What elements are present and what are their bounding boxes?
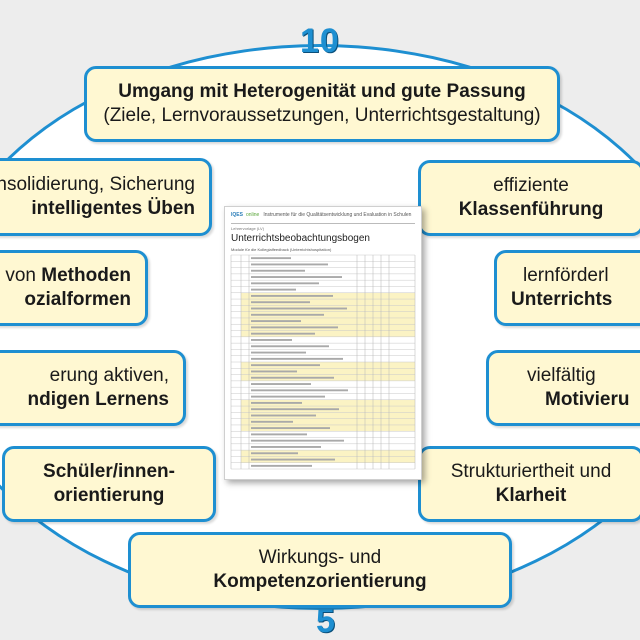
box-kompetenzorientierung-line1: Wirkungs- und bbox=[258, 547, 382, 569]
sheet-text-placeholder bbox=[251, 276, 342, 278]
sheet-text-placeholder bbox=[251, 282, 319, 285]
sheet-text-placeholder bbox=[251, 395, 325, 398]
sheet-text-placeholder bbox=[251, 389, 348, 392]
observation-sheet-grid bbox=[230, 254, 416, 470]
sheet-text-placeholder bbox=[251, 420, 293, 423]
sheet-text-placeholder bbox=[251, 345, 329, 348]
sheet-row-highlight bbox=[241, 412, 415, 419]
number-top: 10 bbox=[300, 22, 340, 60]
sheet-row-highlight bbox=[241, 299, 415, 306]
box-methoden-line1: von Methoden bbox=[0, 264, 131, 288]
sheet-text-placeholder bbox=[251, 294, 333, 297]
box-motivierung: vielfältig Motivieru bbox=[486, 350, 640, 426]
sheet-text-placeholder bbox=[251, 464, 312, 467]
box-unterrichtsklima-line2: Unterrichts bbox=[511, 289, 613, 310]
sheet-text-placeholder bbox=[251, 351, 306, 354]
observation-sheet-header-text: Instrumente für die Qualitätsentwicklung… bbox=[263, 212, 412, 218]
observation-sheet-small: Lehrervorlage (LV) bbox=[231, 226, 265, 231]
sheet-text-placeholder bbox=[251, 401, 302, 404]
sheet-text-placeholder bbox=[251, 339, 292, 341]
box-kompetenzorientierung: Wirkungs- und Kompetenzorientierung bbox=[128, 532, 512, 608]
sheet-text-placeholder bbox=[251, 332, 315, 335]
box-schuelerorientierung-line1: Schüler/innen- bbox=[43, 461, 175, 483]
box-klassenfuehrung-line2: Klassenführung bbox=[458, 199, 604, 220]
sheet-text-placeholder bbox=[251, 452, 298, 455]
sheet-row-highlight bbox=[241, 362, 415, 369]
box-unterrichtsklima: lernförderl Unterrichts bbox=[494, 250, 640, 326]
iqes-logo: IQES bbox=[231, 212, 243, 218]
sheet-row-highlight bbox=[241, 399, 415, 407]
box-konsolidierung: nsolidierung, Sicherung intelligentes Üb… bbox=[0, 158, 212, 236]
sheet-text-placeholder bbox=[251, 439, 344, 442]
box-methoden-line2: ozialformen bbox=[24, 289, 131, 310]
sheet-text-placeholder bbox=[251, 257, 291, 260]
sheet-text-placeholder bbox=[251, 326, 338, 329]
box-aktives-lernen-line1: erung aktiven, bbox=[49, 365, 169, 387]
box-schuelerorientierung: Schüler/innen- orientierung bbox=[2, 446, 216, 522]
box-methoden-bold: Methoden bbox=[41, 265, 131, 287]
box-heterogenitaet-title: Umgang mit Heterogenität und gute Passun… bbox=[118, 81, 526, 103]
box-heterogenitaet-subtitle: (Ziele, Lernvoraussetzungen, Unterrichts… bbox=[103, 105, 541, 126]
sheet-row-highlight bbox=[241, 311, 415, 318]
box-klarheit-line1: Strukturiertheit und bbox=[450, 461, 612, 483]
observation-sheet-subtitle: Module für die Kollegialfeedback (Unterr… bbox=[231, 247, 332, 252]
box-klarheit-line2: Klarheit bbox=[495, 485, 567, 506]
box-motivierung-line2: Motivieru bbox=[545, 389, 630, 410]
sheet-text-placeholder bbox=[251, 414, 316, 417]
sheet-row-highlight bbox=[241, 317, 415, 325]
sheet-text-placeholder bbox=[251, 458, 335, 461]
box-aktives-lernen: erung aktiven, ndigen Lernens bbox=[0, 350, 186, 426]
box-aktives-lernen-line2: ndigen Lernens bbox=[27, 389, 169, 410]
sheet-row-highlight bbox=[241, 450, 415, 457]
sheet-text-placeholder bbox=[251, 357, 343, 360]
sheet-row-highlight bbox=[241, 330, 415, 337]
sheet-text-placeholder bbox=[251, 269, 305, 272]
header-divider bbox=[231, 223, 415, 224]
sheet-text-placeholder bbox=[251, 320, 301, 323]
sheet-text-placeholder bbox=[251, 364, 320, 367]
box-konsolidierung-line1: nsolidierung, Sicherung bbox=[0, 174, 195, 196]
box-methoden: von Methoden ozialformen bbox=[0, 250, 148, 326]
box-konsolidierung-line2: intelligentes Üben bbox=[31, 198, 195, 219]
sheet-text-placeholder bbox=[251, 301, 310, 304]
box-methoden-prefix: von bbox=[5, 265, 42, 287]
box-klarheit: Strukturiertheit und Klarheit bbox=[418, 446, 640, 522]
sheet-text-placeholder bbox=[251, 446, 321, 448]
box-unterrichtsklima-line1: lernförderl bbox=[523, 265, 609, 287]
sheet-text-placeholder bbox=[251, 263, 328, 266]
number-bottom: 5 bbox=[316, 602, 336, 640]
sheet-row-highlight bbox=[241, 418, 415, 425]
box-schuelerorientierung-line2: orientierung bbox=[53, 485, 165, 506]
sheet-text-placeholder bbox=[251, 288, 296, 291]
sheet-text-placeholder bbox=[251, 307, 347, 310]
box-kompetenzorientierung-line2: Kompetenzorientierung bbox=[213, 571, 427, 592]
sheet-text-placeholder bbox=[251, 370, 297, 373]
box-motivierung-line1: vielfältig bbox=[527, 365, 596, 387]
sheet-text-placeholder bbox=[251, 408, 339, 411]
box-heterogenitaet: Umgang mit Heterogenität und gute Passun… bbox=[84, 66, 560, 142]
observation-sheet-title: Unterrichtsbeobachtungsbogen bbox=[231, 233, 370, 244]
sheet-text-placeholder bbox=[251, 427, 330, 430]
sheet-text-placeholder bbox=[251, 376, 334, 379]
sheet-text-placeholder bbox=[251, 383, 311, 385]
sheet-row-highlight bbox=[241, 368, 415, 375]
box-klassenfuehrung-line1: effiziente bbox=[493, 175, 569, 197]
iqes-logo-suffix: online bbox=[245, 212, 260, 218]
sheet-text-placeholder bbox=[251, 433, 307, 436]
sheet-text-placeholder bbox=[251, 313, 324, 316]
box-klassenfuehrung: effiziente Klassenführung bbox=[418, 160, 640, 236]
